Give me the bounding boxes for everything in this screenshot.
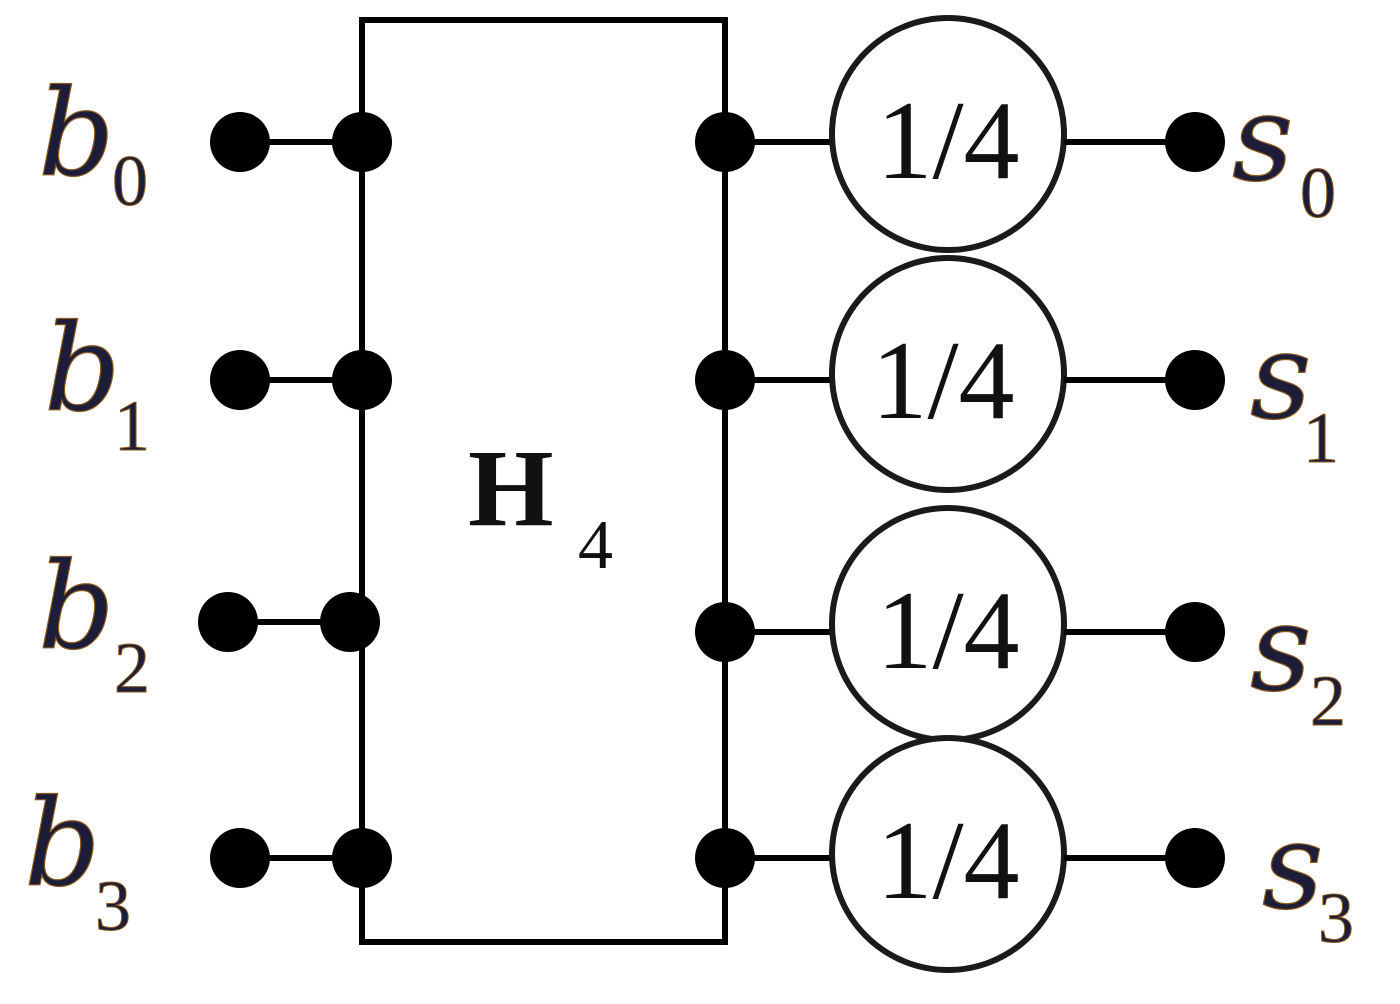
input-subscript: 2 xyxy=(114,628,150,708)
matrix-label: H 4 xyxy=(468,427,613,584)
input-letter: b xyxy=(38,65,115,204)
scaler-circle xyxy=(829,15,1067,253)
channel-row-3: b 3 1/4 s 3 xyxy=(23,735,1355,973)
matrix-label-subscript: 4 xyxy=(578,507,613,584)
input-letter: b xyxy=(38,538,115,677)
input-terminal-node xyxy=(210,828,270,888)
output-subscript: 3 xyxy=(1318,878,1354,958)
output-label-s0: s 0 xyxy=(1232,70,1336,233)
input-label-b0: b 0 xyxy=(38,65,148,221)
input-terminal-node xyxy=(198,592,258,652)
output-label-s3: s 3 xyxy=(1262,798,1354,958)
output-letter: s xyxy=(1232,70,1294,209)
output-terminal-node xyxy=(1165,112,1225,172)
matrix-input-node xyxy=(332,350,392,410)
scaler-circle xyxy=(829,735,1067,973)
input-letter: b xyxy=(44,300,121,439)
output-label-s1: s 1 xyxy=(1250,308,1339,478)
output-terminal-node xyxy=(1165,828,1225,888)
scaler-label: 1/4 xyxy=(876,799,1019,923)
input-letter: b xyxy=(24,775,101,914)
output-letter: s xyxy=(1262,798,1324,937)
scaler-label: 1/4 xyxy=(876,79,1019,203)
matrix-block xyxy=(359,17,728,945)
output-terminal-node xyxy=(1165,602,1225,662)
input-terminal-node xyxy=(210,350,270,410)
input-terminal-node xyxy=(210,112,270,172)
output-letter: s xyxy=(1250,580,1312,719)
channel-row-2: b 2 1/4 s 2 xyxy=(37,505,1347,743)
output-subscript: 0 xyxy=(1300,153,1336,233)
input-label-b3: b 3 xyxy=(24,775,131,946)
matrix-input-node xyxy=(332,112,392,172)
output-letter: s xyxy=(1250,308,1312,447)
channel-row-0: b 0 1/4 s 0 xyxy=(37,15,1337,253)
channel-row-1: b 1 1/4 s 1 xyxy=(43,255,1340,493)
scaler-label: 1/4 xyxy=(876,569,1019,693)
output-subscript: 1 xyxy=(1303,398,1339,478)
output-subscript: 2 xyxy=(1310,661,1346,741)
output-terminal-node xyxy=(1165,350,1225,410)
input-subscript: 0 xyxy=(112,141,148,221)
scaler-label: 1/4 xyxy=(871,319,1014,443)
matrix-input-node xyxy=(332,828,392,888)
output-label-s2: s 2 xyxy=(1250,580,1346,741)
input-label-b2: b 2 xyxy=(38,538,150,708)
input-subscript: 1 xyxy=(114,386,150,466)
matrix-input-node xyxy=(320,592,380,652)
matrix-label-letter: H xyxy=(468,427,554,549)
input-subscript: 3 xyxy=(95,866,131,946)
input-label-b1: b 1 xyxy=(44,300,150,466)
scaler-circle xyxy=(829,255,1067,493)
